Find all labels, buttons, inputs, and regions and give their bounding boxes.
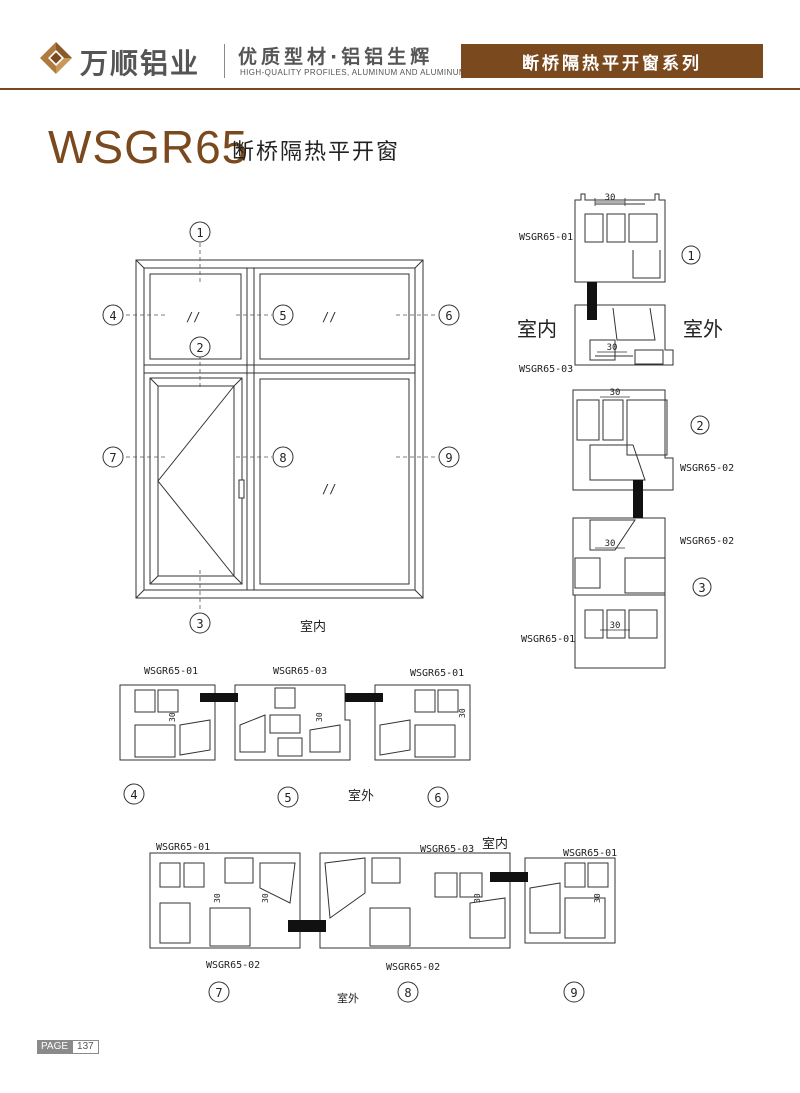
profile-label: WSGR65-01 bbox=[144, 666, 198, 677]
dim-30: 30 bbox=[213, 893, 222, 903]
marker-6: 6 bbox=[427, 786, 449, 808]
profile-label: WSGR65-02 bbox=[680, 536, 734, 547]
marker-9: 9 bbox=[563, 981, 585, 1003]
svg-text:5: 5 bbox=[279, 309, 286, 323]
svg-text:8: 8 bbox=[404, 986, 411, 1000]
svg-text:4: 4 bbox=[109, 309, 116, 323]
indoor-label: 室内 bbox=[482, 836, 508, 852]
gasket bbox=[587, 282, 643, 518]
marker-7: 7 bbox=[102, 446, 124, 468]
svg-text:1: 1 bbox=[687, 249, 694, 263]
marker-8: 8 bbox=[397, 981, 419, 1003]
svg-text:7: 7 bbox=[215, 986, 222, 1000]
dim-30: 30 bbox=[593, 893, 602, 903]
page-badge: PAGE 137 bbox=[37, 1040, 99, 1054]
gasket bbox=[288, 872, 528, 932]
svg-text:9: 9 bbox=[445, 451, 452, 465]
dim-30: 30 bbox=[458, 708, 467, 718]
brand-name: 万顺铝业 bbox=[80, 47, 201, 80]
svg-text:8: 8 bbox=[279, 451, 286, 465]
marker-2: 2 bbox=[690, 415, 710, 435]
model-title: WSGR65 bbox=[48, 121, 249, 173]
profile-label: WSGR65-02 bbox=[386, 962, 440, 973]
marker-2: 2 bbox=[189, 336, 211, 358]
svg-text:2: 2 bbox=[196, 341, 203, 355]
horizontal-section-789: WSGR65-01 WSGR65-03 WSGR65-01 WSGR65-02 … bbox=[149, 836, 617, 1005]
model-subtitle: 断桥隔热平开窗 bbox=[232, 140, 401, 165]
indoor-label: 室内 bbox=[517, 317, 557, 341]
marker-8: 8 bbox=[272, 446, 294, 468]
svg-text:2: 2 bbox=[696, 419, 703, 433]
profile-label: WSGR65-03 bbox=[519, 364, 573, 375]
svg-text:1: 1 bbox=[196, 226, 203, 240]
page-number: 137 bbox=[72, 1040, 99, 1054]
svg-text:3: 3 bbox=[196, 617, 203, 631]
series-banner: 断桥隔热平开窗系列 bbox=[461, 44, 763, 78]
marker-4: 4 bbox=[123, 783, 145, 805]
outdoor-label: 室外 bbox=[337, 991, 359, 1005]
marker-5: 5 bbox=[277, 786, 299, 808]
dim-30: 30 bbox=[473, 893, 482, 903]
page-label: PAGE bbox=[37, 1040, 73, 1054]
header-divider bbox=[224, 44, 225, 78]
dim-30: 30 bbox=[607, 343, 618, 353]
profile-label: WSGR65-01 bbox=[156, 842, 210, 853]
marker-9: 9 bbox=[438, 446, 460, 468]
profile-label: WSGR65-01 bbox=[563, 848, 617, 859]
dim-30: 30 bbox=[610, 621, 621, 631]
dim-30: 30 bbox=[610, 388, 621, 398]
svg-text:3: 3 bbox=[698, 581, 705, 595]
marker-6: 6 bbox=[438, 304, 460, 326]
outdoor-label: 室外 bbox=[348, 788, 374, 804]
elevation-indoor-label: 室内 bbox=[300, 619, 326, 635]
slogan-english: HIGH-QUALITY PROFILES, ALUMINUM AND ALUM… bbox=[240, 68, 466, 77]
marker-3: 3 bbox=[189, 612, 211, 634]
profile-label: WSGR65-01 bbox=[519, 232, 573, 243]
dim-30: 30 bbox=[168, 712, 177, 722]
profile-label: WSGR65-02 bbox=[680, 463, 734, 474]
marker-5: 5 bbox=[272, 304, 294, 326]
glass-mark: // bbox=[322, 482, 336, 496]
slogan: 优质型材·铝铝生辉 bbox=[238, 46, 434, 68]
marker-7: 7 bbox=[208, 981, 230, 1003]
profile-label: WSGR65-03 bbox=[420, 844, 474, 855]
svg-text:6: 6 bbox=[445, 309, 452, 323]
dim-30: 30 bbox=[261, 893, 270, 903]
svg-text:7: 7 bbox=[109, 451, 116, 465]
header-rule bbox=[0, 88, 800, 90]
profile-label: WSGR65-01 bbox=[410, 668, 464, 679]
brand-logo-icon bbox=[40, 42, 72, 74]
window-elevation: // // // 1 2 3 4 5 6 7 8 9 室内 bbox=[102, 221, 460, 635]
marker-3: 3 bbox=[692, 577, 712, 597]
dim-30: 30 bbox=[605, 193, 616, 203]
profile-label: WSGR65-03 bbox=[273, 666, 327, 677]
svg-text:4: 4 bbox=[130, 788, 137, 802]
vertical-section: 30 30 30 30 30 WSGR65-01 WSGR65-03 WSGR6… bbox=[517, 193, 734, 669]
marker-1: 1 bbox=[189, 221, 211, 243]
svg-text:9: 9 bbox=[570, 986, 577, 1000]
svg-text:6: 6 bbox=[434, 791, 441, 805]
outdoor-label: 室外 bbox=[683, 317, 723, 341]
svg-text:5: 5 bbox=[284, 791, 291, 805]
profile-label: WSGR65-01 bbox=[521, 634, 575, 645]
marker-1: 1 bbox=[681, 245, 701, 265]
gasket bbox=[200, 693, 383, 702]
horizontal-section-456: WSGR65-01 WSGR65-03 WSGR65-01 30 30 30 室… bbox=[119, 666, 471, 808]
dim-30: 30 bbox=[605, 539, 616, 549]
profile-label: WSGR65-02 bbox=[206, 960, 260, 971]
glass-mark: // bbox=[186, 310, 200, 324]
marker-4: 4 bbox=[102, 304, 124, 326]
dim-30: 30 bbox=[315, 712, 324, 722]
glass-mark: // bbox=[322, 310, 336, 324]
